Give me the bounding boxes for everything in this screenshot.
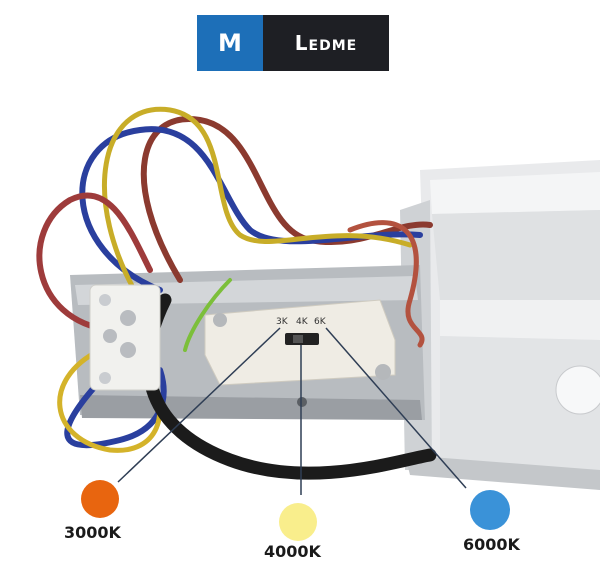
temp-dot-6000k [470,490,510,530]
wire-terminal-icon [89,284,161,391]
logo-letter: M [197,15,263,71]
temp-label-3000k: 3000K [64,523,121,542]
temp-dot-4000k [279,503,317,541]
cct-switch-icon: 3K 4K 6K [204,299,396,386]
temp-dot-3000k [81,480,119,518]
temp-label-6000k: 6000K [463,535,520,554]
brand-logo-icon: M Ledme [197,15,389,71]
led-housing-icon [400,160,600,490]
switch-pos-3k: 3K [276,317,289,327]
logo-name: Ledme [263,15,389,71]
temp-label-4000k: 4000K [264,542,321,561]
callout-lines [117,327,467,495]
switch-pos-6k: 6K [314,317,327,327]
switch-pos-4k: 4K [296,317,309,327]
